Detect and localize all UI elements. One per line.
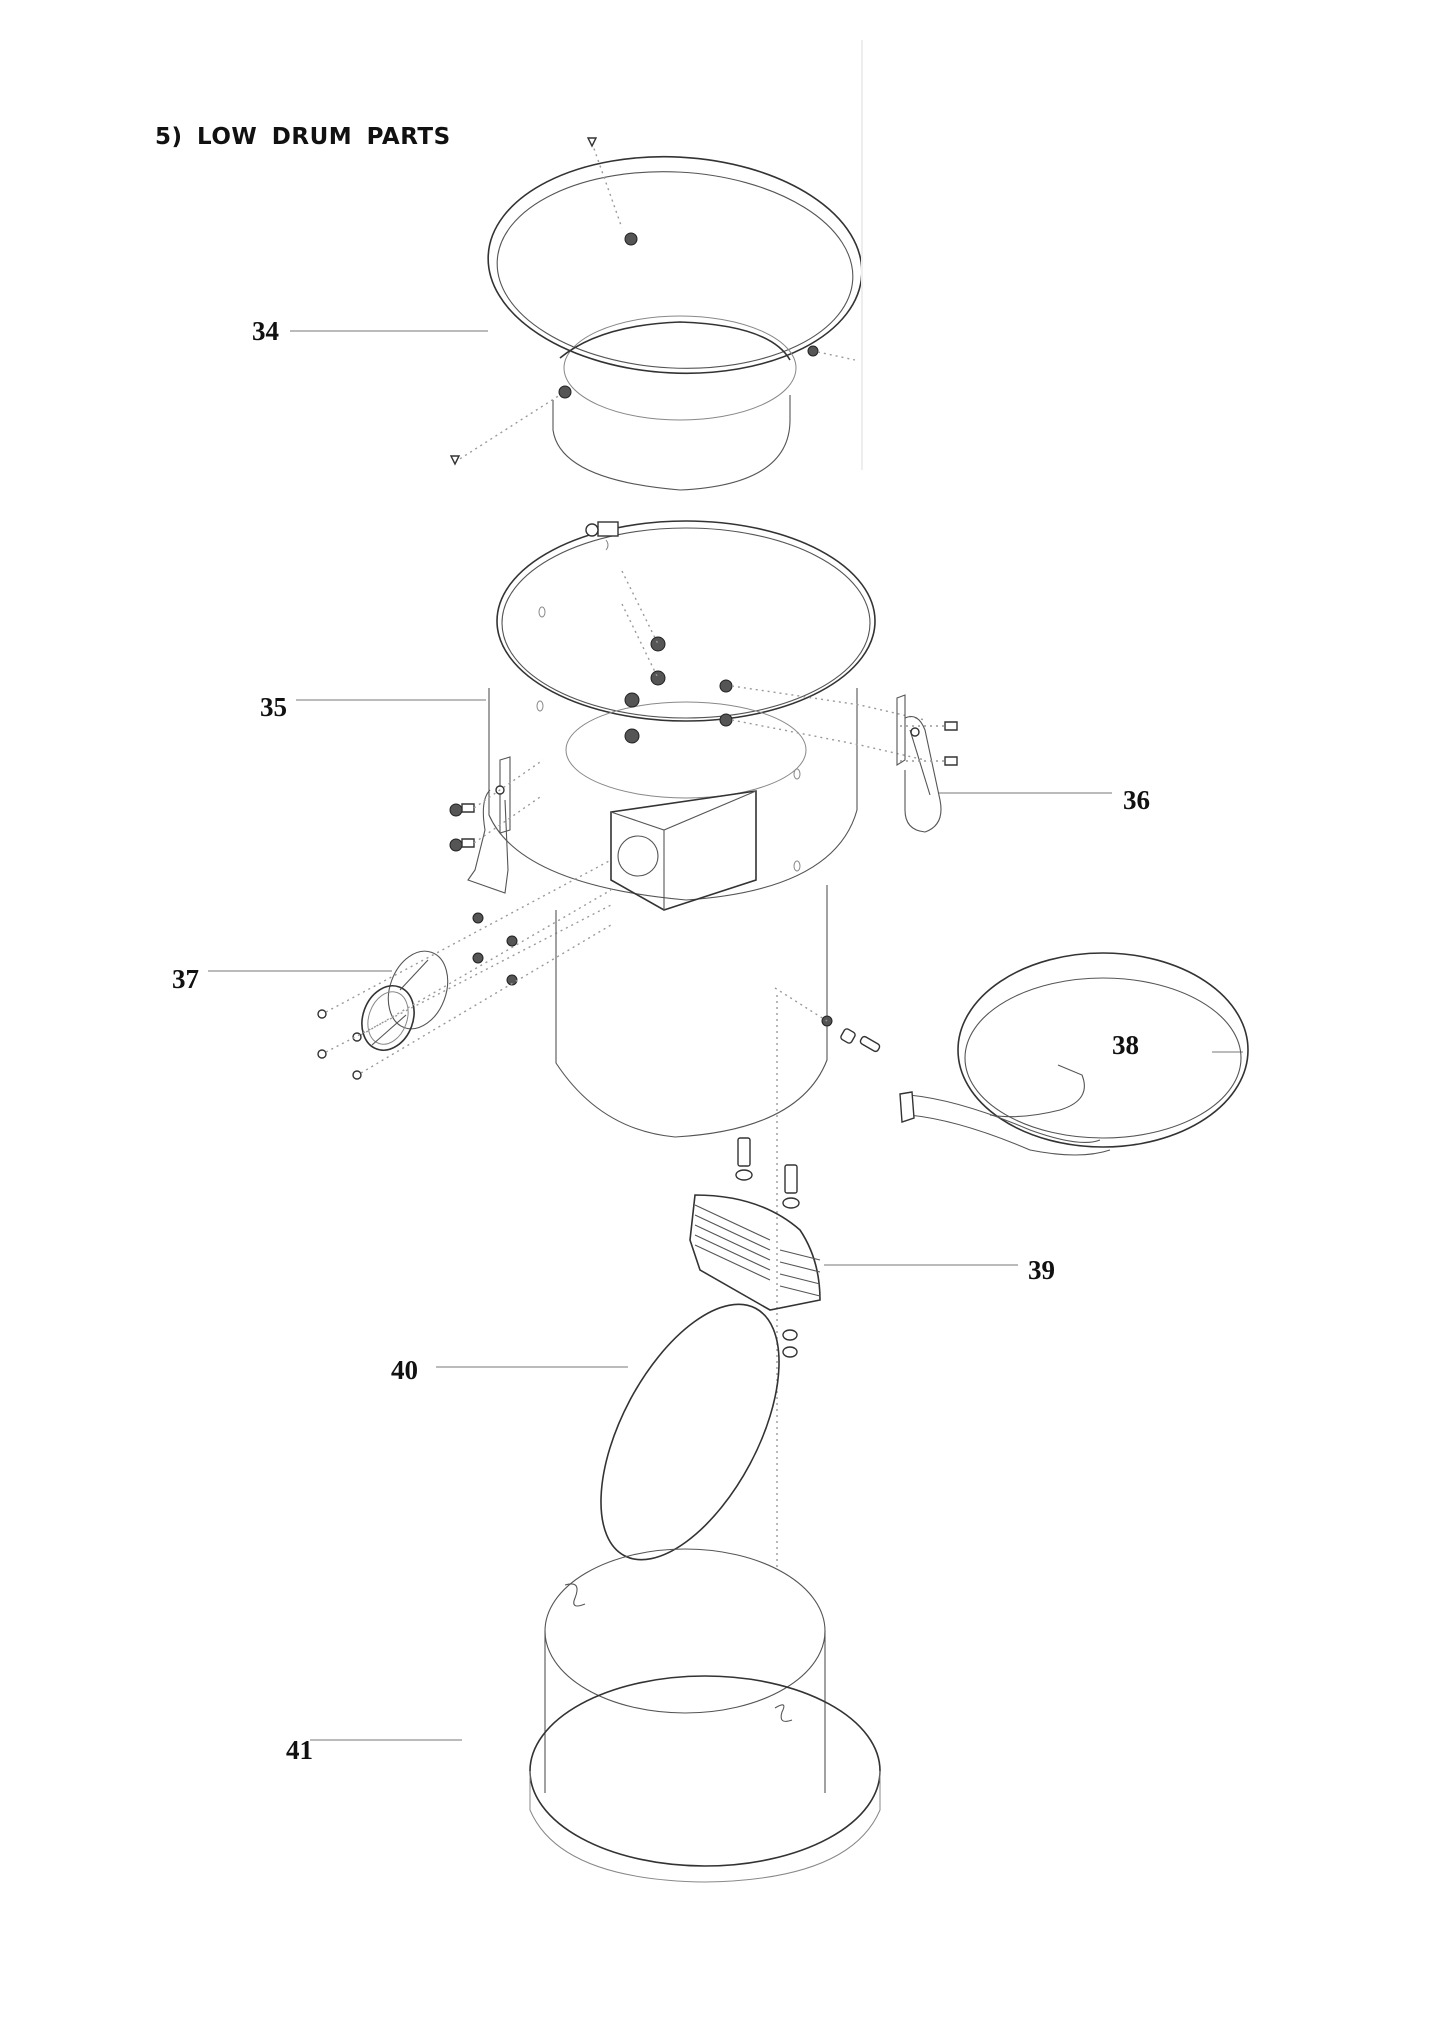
part-39-plate-stack xyxy=(689,1137,821,1358)
callout-35: 35 xyxy=(260,692,287,722)
part-35-upper-drum xyxy=(488,520,926,911)
part-36-latch-right xyxy=(896,694,958,833)
callout-38: 38 xyxy=(1112,1030,1139,1060)
lower-drum-body xyxy=(555,885,881,1570)
callout-41: 41 xyxy=(286,1735,313,1765)
callout-40: 40 xyxy=(391,1355,418,1385)
callout-37: 37 xyxy=(172,964,199,994)
latch-left xyxy=(449,756,544,894)
callout-36: 36 xyxy=(1123,785,1150,815)
part-37-flange xyxy=(317,859,612,1080)
leader-lines xyxy=(208,330,1243,1741)
page-title: 5) LOW DRUM PARTS xyxy=(155,124,451,150)
part-41-base-ring xyxy=(529,1548,881,1883)
part-38-band xyxy=(899,952,1249,1156)
part-40-disc xyxy=(600,1303,780,1561)
callout-34: 34 xyxy=(252,316,279,346)
callout-39: 39 xyxy=(1028,1255,1055,1285)
part-34-hopper xyxy=(449,137,863,491)
